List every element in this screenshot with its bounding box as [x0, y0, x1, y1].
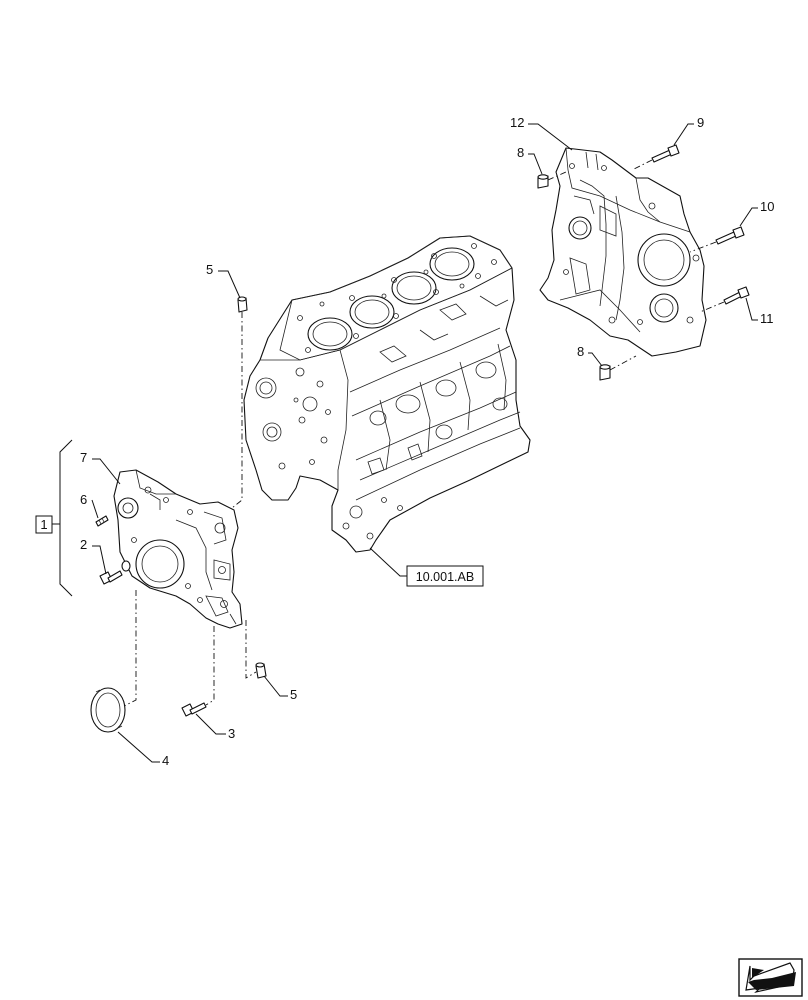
dowel-pin-lower — [255, 662, 267, 679]
callout-5-lower: 5 — [290, 687, 297, 702]
reference-label-box — [406, 565, 484, 587]
callout-3: 3 — [228, 726, 235, 741]
bolt-part-11 — [723, 286, 750, 305]
front-cover — [113, 469, 243, 629]
callout-4: 4 — [162, 753, 169, 768]
crankshaft-seal — [90, 687, 126, 733]
bolt-part-9 — [651, 144, 680, 163]
callout-9: 9 — [697, 115, 704, 130]
callout-1-box — [35, 515, 53, 534]
block-reference: 10.001.AB — [369, 547, 484, 587]
callouts: 1 7 6 2 5 5 3 4 12 8 9 10 11 — [35, 115, 774, 768]
dowel-pin-upper — [237, 296, 248, 313]
group-bracket — [59, 439, 73, 597]
callout-6: 6 — [80, 492, 87, 507]
engine-block — [243, 235, 531, 553]
callout-5-upper: 5 — [206, 262, 213, 277]
bolt-part-2 — [99, 570, 123, 585]
flywheel-housing — [539, 147, 707, 357]
callout-8-upper: 8 — [517, 145, 524, 160]
callout-12: 12 — [510, 115, 524, 130]
callout-11: 11 — [760, 311, 774, 326]
bolt-part-10 — [715, 226, 745, 245]
stud-part-6 — [95, 515, 109, 527]
dowel-part-8-lower — [599, 364, 611, 381]
bolt-part-3 — [181, 702, 207, 717]
callout-2: 2 — [80, 537, 87, 552]
callout-10: 10 — [760, 199, 774, 214]
next-page-arrow-icon[interactable] — [738, 958, 803, 997]
reference-label: 10.001.AB — [416, 570, 474, 584]
assembly-lines — [123, 159, 725, 707]
callout-7: 7 — [80, 450, 87, 465]
callout-1: 1 — [40, 517, 47, 532]
callout-8-lower: 8 — [577, 344, 584, 359]
dowel-part-8-upper — [537, 174, 549, 189]
